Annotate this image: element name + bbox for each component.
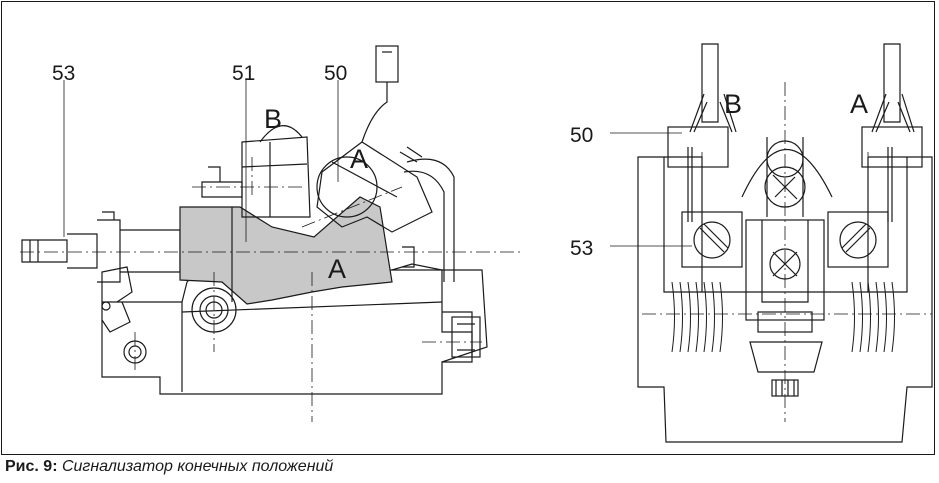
technical-drawing: 53 51 50 B A A 50 53 B A: [20, 43, 933, 443]
label-50-left: 50: [324, 62, 347, 85]
label-51-left: 51: [232, 62, 255, 85]
label-a-upper-left: A: [350, 144, 368, 174]
figure-frame: 53 51 50 B A A 50 53 B A: [1, 1, 935, 455]
label-a-lower-left: A: [328, 254, 346, 284]
figure-caption: Рис. 9: Сигнализатор конечных положений: [5, 456, 333, 478]
left-side-view: [20, 45, 522, 422]
label-a-right: A: [850, 89, 868, 119]
switch-body-a: [316, 141, 455, 282]
caption-label: Рис. 9:: [5, 458, 58, 475]
caption-text: Сигнализатор конечных положений: [57, 458, 334, 475]
label-50-right: 50: [570, 124, 593, 147]
cam-lever-highlight: [179, 196, 393, 305]
right-front-view: [610, 43, 933, 443]
label-53-left: 53: [52, 62, 75, 85]
label-53-right: 53: [570, 237, 593, 260]
label-b-right: B: [724, 89, 742, 119]
label-b-left: B: [264, 104, 282, 134]
